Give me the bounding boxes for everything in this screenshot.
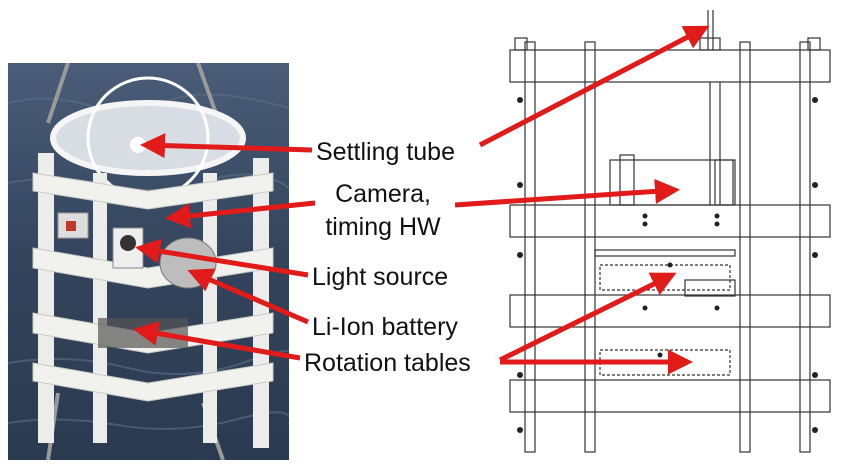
technical-drawing — [495, 10, 840, 465]
label-settling-tube: Settling tube — [316, 138, 455, 166]
label-rotation-tables: Rotation tables — [304, 349, 471, 377]
label-camera-line2: timing HW — [325, 213, 441, 241]
label-camera-line1: Camera, — [335, 180, 431, 208]
instrument-photo — [8, 63, 289, 460]
label-battery: Li-Ion battery — [312, 313, 458, 341]
label-camera: Camera, timing HW — [318, 180, 448, 241]
label-light-source: Light source — [312, 263, 449, 291]
